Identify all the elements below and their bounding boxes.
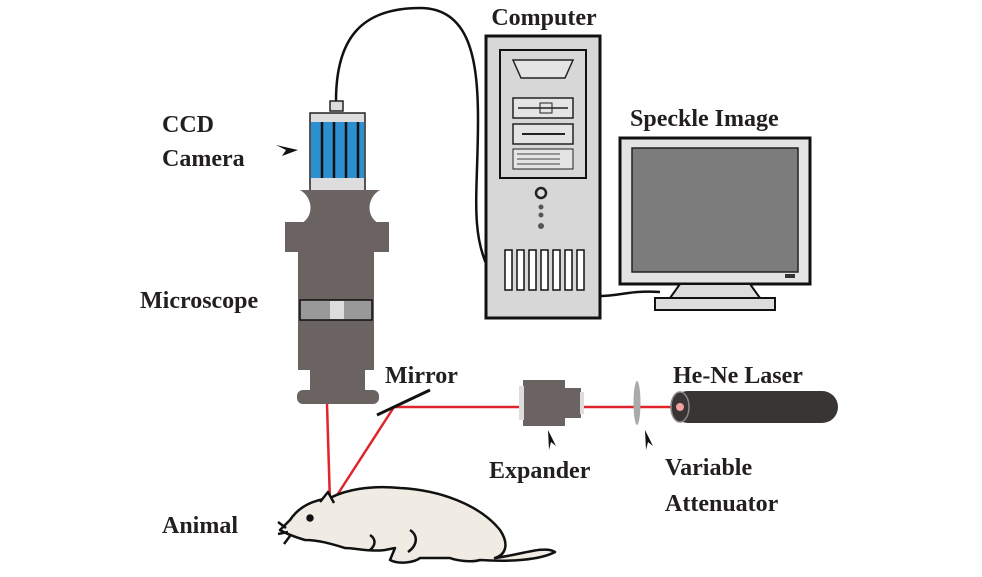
beam-expander xyxy=(519,380,584,426)
monitor-cable xyxy=(599,290,661,298)
ccd-camera xyxy=(309,100,366,192)
label-attenuator: Attenuator xyxy=(665,491,779,517)
computer-tower xyxy=(484,34,602,320)
label-speckle-image: Speckle Image xyxy=(630,106,779,132)
label-animal: Animal xyxy=(162,513,238,539)
label-computer: Computer xyxy=(491,5,597,31)
monitor xyxy=(618,136,812,311)
label-ccd: CCD xyxy=(162,112,214,138)
he-ne-laser xyxy=(670,391,838,423)
variable-attenuator xyxy=(633,381,641,425)
microscope xyxy=(285,190,389,404)
camera-pointer-arrow xyxy=(276,145,298,156)
expander-pointer-arrow xyxy=(548,430,556,450)
label-microscope: Microscope xyxy=(140,288,259,314)
label-camera: Camera xyxy=(162,146,245,172)
attenuator-pointer-arrow xyxy=(645,430,653,450)
label-variable: Variable xyxy=(665,455,752,481)
label-mirror: Mirror xyxy=(385,363,458,389)
label-expander: Expander xyxy=(489,458,591,484)
label-laser: He-Ne Laser xyxy=(673,363,803,389)
speckle-image-screen xyxy=(631,147,799,273)
camera-cable xyxy=(334,6,490,269)
mirror xyxy=(376,388,431,417)
animal-rat xyxy=(277,485,557,564)
